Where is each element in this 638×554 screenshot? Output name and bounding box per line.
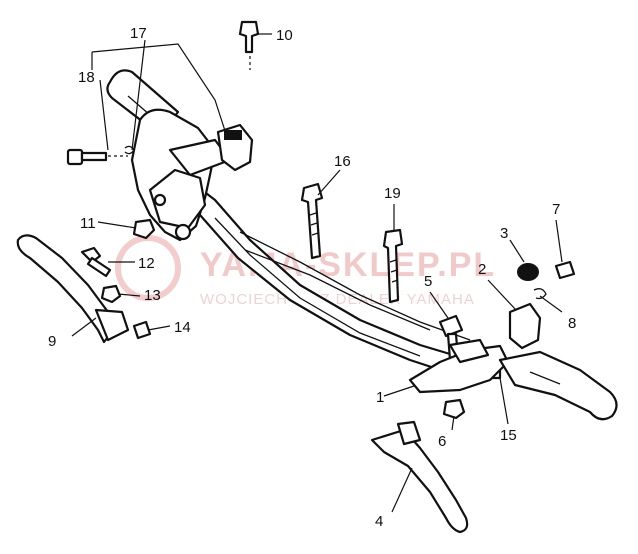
ring-8 <box>533 288 547 300</box>
callout-labels: 1 2 3 4 5 6 7 8 9 10 11 12 13 14 15 16 1… <box>48 25 576 530</box>
right-lever <box>370 420 469 534</box>
callout-15: 15 <box>500 427 517 444</box>
callout-8: 8 <box>568 315 576 332</box>
clamp-2 <box>508 302 542 350</box>
callout-5: 5 <box>424 273 432 290</box>
callout-18: 18 <box>78 69 95 86</box>
strap-16 <box>300 182 324 260</box>
callout-19: 19 <box>384 185 401 202</box>
left-lever-holder <box>130 108 232 242</box>
callout-13: 13 <box>144 287 161 304</box>
callout-3: 3 <box>500 225 508 242</box>
left-lever <box>16 234 130 344</box>
callout-1: 1 <box>376 389 384 406</box>
callout-11: 11 <box>80 215 96 232</box>
callout-2: 2 <box>478 261 486 278</box>
callout-16: 16 <box>334 153 351 170</box>
screw-7 <box>554 260 576 280</box>
callout-10: 10 <box>276 27 293 44</box>
callout-7: 7 <box>552 201 560 218</box>
right-grip <box>498 350 618 421</box>
nut-11 <box>132 218 156 240</box>
bolt-18 <box>66 148 128 166</box>
callout-12: 12 <box>138 255 155 272</box>
callout-14: 14 <box>174 319 191 336</box>
clip-17 <box>124 145 135 155</box>
callout-17: 17 <box>130 25 147 42</box>
strap-19 <box>382 228 404 304</box>
bolt-10 <box>238 20 260 70</box>
leader-lines <box>71 33 563 513</box>
nut-13 <box>100 284 122 304</box>
callout-4: 4 <box>375 513 383 530</box>
screw-14 <box>132 320 152 340</box>
callout-6: 6 <box>438 433 446 450</box>
nut-6 <box>442 398 466 420</box>
cap-3 <box>517 263 539 281</box>
watermark-logo-icon <box>115 235 181 301</box>
callout-9: 9 <box>48 333 56 350</box>
watermark-subtitle: WOJCIECH KIEZ DEALER YAMAHA <box>200 291 475 308</box>
bolt-12 <box>80 246 112 278</box>
